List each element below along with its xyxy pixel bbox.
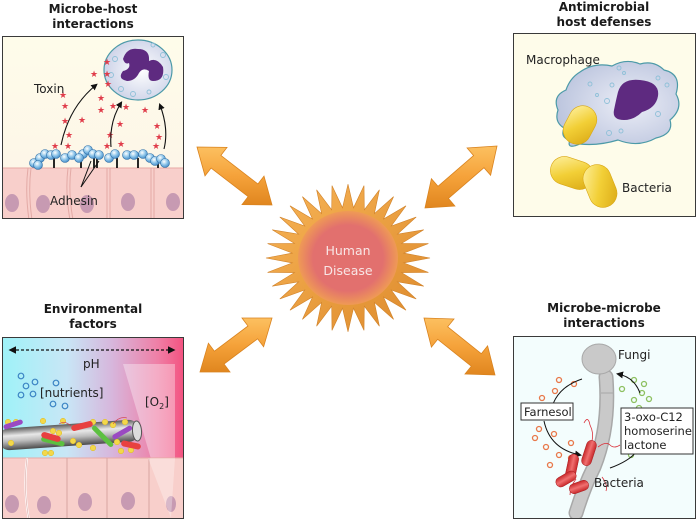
svg-text:★: ★ [122,103,130,113]
panel-host-defenses: Macrophage Bacteria [513,33,696,217]
svg-text:★: ★ [65,131,73,141]
svg-text:★: ★ [51,142,59,152]
intestinal-content [3,417,143,457]
cell-nucleus [80,195,94,213]
title-line: interactions [52,17,134,31]
microbe-microbe-illustration: Fungi Farnesol 3-oxo-C12 homoserine lact… [514,337,695,518]
toxin-arrows [60,83,167,150]
svg-text:★: ★ [116,120,124,130]
panel-environmental: pH [nutrients] [O2] [2,337,184,519]
cell-nucleus [37,496,51,514]
starburst-core [298,211,398,305]
epithelial-tissue [3,167,183,218]
cell-nucleus [121,193,135,211]
title-microbe-host: Microbe-host interactions [2,2,184,32]
farnesol-arrow [543,420,582,458]
nutrient-molecules [17,372,69,410]
title-line: host defenses [556,15,652,29]
title-environmental: Environmental factors [2,302,184,332]
svg-text:★: ★ [97,94,105,104]
title-line: Antimicrobial [558,0,650,14]
hsl-arrow [616,371,641,394]
hsl-box: 3-oxo-C12 homoserine lactone [620,407,694,455]
svg-text:★: ★ [90,70,98,80]
panel-microbe-microbe: Fungi Farnesol 3-oxo-C12 homoserine lact… [513,336,696,519]
center-label-line2: Disease [323,263,372,278]
arrow-environmental [199,317,273,373]
svg-text:★: ★ [155,133,163,143]
bacteria-label: Bacteria [594,476,644,490]
panel-microbe-host: ★★★★ ★★★★ ★★★ ★★★ ★★★★ ★★★★★ Toxin Adhes… [2,36,184,219]
center-label-line1: Human [325,243,370,258]
farnesol-label: Farnesol [524,405,572,419]
red-bacteria [555,419,621,496]
macrophage-label: Macrophage [526,53,600,67]
oxygen-label: [O2] [145,395,169,411]
free-bacteria [550,156,618,208]
svg-text:★: ★ [103,142,111,152]
adhesin-pointer [80,160,100,188]
hsl-label-line3: lactone [624,438,666,452]
cell-nucleus [36,195,50,213]
macrophage [555,60,680,147]
cell-nucleus [166,496,176,512]
macrophage-nucleus [613,79,659,120]
starburst [265,184,431,332]
svg-text:★: ★ [97,106,105,116]
svg-text:★: ★ [104,80,112,90]
title-line: Environmental [43,302,143,316]
svg-text:★: ★ [61,102,69,112]
nutrients-label: [nutrients] [40,386,104,400]
cell-nucleus [166,193,180,211]
svg-text:★: ★ [106,131,114,141]
farnesol-molecules [531,376,578,469]
fungi-label: Fungi [618,348,650,362]
ph-label: pH [83,357,100,371]
bacteria-label: Bacteria [622,181,672,195]
cell-nucleus [5,194,19,212]
title-microbe-microbe: Microbe-microbe interactions [513,301,695,331]
environmental-illustration: pH [nutrients] [O2] [3,338,183,518]
toxin-molecules: ★★★★ ★★★★ ★★★ ★★★ ★★★★ ★★★★★ [51,58,163,152]
svg-text:★: ★ [103,58,111,68]
hsl-label-line1: 3-oxo-C12 [624,410,683,424]
svg-text:★: ★ [59,91,67,101]
svg-text:★: ★ [78,116,86,126]
epithelial-tissue [3,457,183,518]
microbe-host-illustration: ★★★★ ★★★★ ★★★ ★★★ ★★★★ ★★★★★ Toxin Adhes… [3,37,183,218]
title-line: Microbe-microbe [547,301,661,315]
arrow-microbe-microbe [423,317,496,376]
host-defenses-illustration: Macrophage Bacteria [514,34,695,216]
svg-text:★: ★ [109,102,117,112]
hsl-label-line2: homoserine [624,424,692,438]
svg-text:★: ★ [152,142,160,152]
neutrophil-nucleus [120,48,164,81]
title-line: interactions [563,316,645,330]
cell-nucleus [78,493,92,511]
arrow-host-defenses [424,145,498,209]
toxin-label: Toxin [33,82,64,96]
farnesol-box: Farnesol [520,402,574,421]
svg-text:★: ★ [141,106,149,116]
svg-text:★: ★ [103,70,111,80]
arrow-microbe-host [196,146,273,206]
fungal-hypha [568,343,617,518]
svg-text:★: ★ [61,117,69,127]
svg-text:★: ★ [64,142,72,152]
cell-nucleus [5,495,19,513]
adhesin-label: Adhesin [50,194,98,208]
title-line: factors [69,317,117,331]
title-host-defenses: Antimicrobial host defenses [513,0,695,30]
neutrophil [103,39,173,101]
bacteria-cluster [29,145,170,170]
engulfed-bacterium [562,105,598,145]
cell-nucleus [121,492,135,510]
svg-text:★: ★ [117,140,125,150]
title-line: Microbe-host [48,2,138,16]
svg-text:★: ★ [153,122,161,132]
